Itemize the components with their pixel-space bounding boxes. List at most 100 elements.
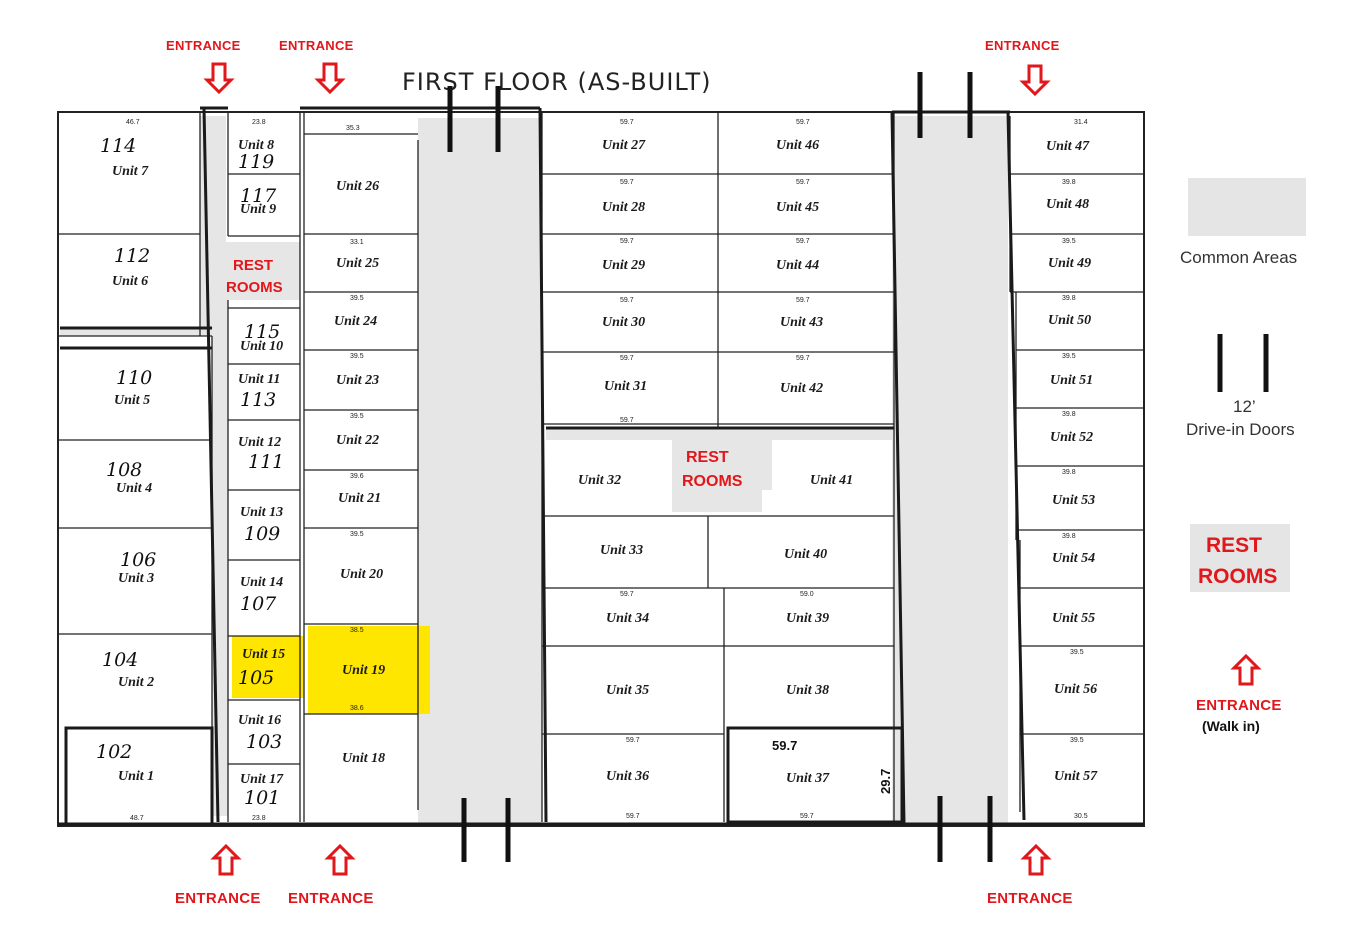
svg-text:119: 119 <box>238 151 274 173</box>
unit-51-label: Unit 51 <box>1050 373 1093 388</box>
svg-text:39.8: 39.8 <box>1062 295 1076 302</box>
drive-in-doors <box>447 72 993 862</box>
svg-text:33.1: 33.1 <box>350 239 364 246</box>
unit-33-label: Unit 33 <box>600 543 643 558</box>
svg-text:39.5: 39.5 <box>1070 649 1084 656</box>
unit-13-label: Unit 13 <box>240 505 283 520</box>
entrance-top-left-b: ENTRANCE <box>279 38 353 94</box>
arrow-up-icon <box>326 844 354 876</box>
svg-text:39.5: 39.5 <box>350 413 364 420</box>
unit-1-label: Unit 1 <box>118 769 154 784</box>
svg-text:59.7: 59.7 <box>626 737 640 744</box>
svg-text:39.5: 39.5 <box>350 295 364 302</box>
unit-55-label: Unit 55 <box>1052 611 1095 626</box>
unit-15-highlight <box>232 636 304 698</box>
unit-15-label: Unit 15 <box>242 647 285 662</box>
unit-48-label: Unit 48 <box>1046 197 1089 212</box>
unit-10-label: Unit 10 <box>240 339 283 354</box>
legend-doors-size: 12’ <box>1233 397 1256 416</box>
svg-text:39.8: 39.8 <box>1062 469 1076 476</box>
svg-text:105: 105 <box>238 667 274 689</box>
entrance-bottom-left-b: ENTRANCE <box>288 844 374 907</box>
unit-42-label: Unit 42 <box>780 381 823 396</box>
legend-doors-label: Drive-in Doors <box>1186 420 1295 439</box>
unit-25-label: Unit 25 <box>336 256 379 271</box>
svg-text:59.7: 59.7 <box>796 179 810 186</box>
unit-9-label: Unit 9 <box>240 202 276 217</box>
unit-56-label: Unit 56 <box>1054 682 1097 697</box>
arrow-down-icon <box>1021 64 1049 96</box>
svg-text:39.5: 39.5 <box>1062 353 1076 360</box>
svg-text:115: 115 <box>244 321 280 343</box>
svg-text:39.5: 39.5 <box>1070 737 1084 744</box>
svg-text:ENTRANCE: ENTRANCE <box>985 38 1060 53</box>
unit-37-label: Unit 37 <box>786 771 830 786</box>
legend-entrance-label: ENTRANCE <box>1196 697 1282 714</box>
unit-12-label: Unit 12 <box>238 435 281 450</box>
unit-18-label: Unit 18 <box>342 751 385 766</box>
unit-50-label: Unit 50 <box>1048 313 1091 328</box>
page-title: FIRST FLOOR (AS-BUILT) <box>402 68 712 96</box>
svg-text:59.7: 59.7 <box>796 355 810 362</box>
svg-text:23.8: 23.8 <box>252 119 266 126</box>
unit-20-label: Unit 20 <box>340 567 383 582</box>
svg-text:39.6: 39.6 <box>350 473 364 480</box>
restrooms-center: REST ROOMS <box>682 449 743 490</box>
svg-text:48.7: 48.7 <box>130 815 144 822</box>
unit-36-label: Unit 36 <box>606 769 649 784</box>
legend-common-areas-label: Common Areas <box>1180 248 1297 267</box>
legend-common-area-swatch <box>1188 178 1306 236</box>
svg-text:114: 114 <box>100 135 136 157</box>
svg-text:59.7: 59.7 <box>800 813 814 820</box>
unit-57-label: Unit 57 <box>1054 769 1098 784</box>
unit-43-label: Unit 43 <box>780 315 823 330</box>
svg-text:59.7: 59.7 <box>620 179 634 186</box>
svg-text:39.5: 39.5 <box>350 531 364 538</box>
unit-44-label: Unit 44 <box>776 258 819 273</box>
unit-8-label: Unit 8 <box>238 138 274 153</box>
legend: Common Areas 12’ Drive-in Doors REST ROO… <box>1180 178 1306 734</box>
svg-text:39.5: 39.5 <box>1062 238 1076 245</box>
unit-39-label: Unit 39 <box>786 611 829 626</box>
unit-27-label: Unit 27 <box>602 138 646 153</box>
unit-16-label: Unit 16 <box>238 713 281 728</box>
svg-text:107: 107 <box>240 593 277 615</box>
unit-45-label: Unit 45 <box>776 200 819 215</box>
entrance-bottom-right: ENTRANCE <box>987 844 1072 907</box>
unit-4-label: Unit 4 <box>116 481 152 496</box>
svg-text:102: 102 <box>96 741 132 763</box>
unit-30-label: Unit 30 <box>602 315 645 330</box>
unit-6-label: Unit 6 <box>112 274 148 289</box>
unit-21-label: Unit 21 <box>338 491 381 506</box>
svg-text:59.7: 59.7 <box>620 238 634 245</box>
svg-text:ENTRANCE: ENTRANCE <box>288 890 374 907</box>
handwritten-numbers: 114 112 110 108 106 104 102 119 117 115 … <box>96 135 284 809</box>
svg-text:ENTRANCE: ENTRANCE <box>175 890 261 907</box>
svg-text:38.5: 38.5 <box>350 627 364 634</box>
legend-drive-in-door-icon <box>1217 334 1269 392</box>
unit-46-label: Unit 46 <box>776 138 819 153</box>
legend-restroom-swatch <box>1190 524 1290 592</box>
unit-54-label: Unit 54 <box>1052 551 1095 566</box>
unit-26-label: Unit 26 <box>336 179 379 194</box>
unit-19-label: Unit 19 <box>342 663 385 678</box>
unit-47-label: Unit 47 <box>1046 139 1090 154</box>
svg-text:39.8: 39.8 <box>1062 179 1076 186</box>
dimension-labels: 46.7 23.8 35.3 59.7 59.7 31.4 59.7 59.7 … <box>126 119 1088 822</box>
unit-2-label: Unit 2 <box>118 675 154 690</box>
entrance-bottom-left-a: ENTRANCE <box>175 844 261 907</box>
svg-text:39.8: 39.8 <box>1062 411 1076 418</box>
svg-text:REST: REST <box>233 257 273 274</box>
svg-text:46.7: 46.7 <box>126 119 140 126</box>
svg-text:110: 110 <box>116 367 152 389</box>
svg-text:108: 108 <box>106 459 142 481</box>
svg-text:30.5: 30.5 <box>1074 813 1088 820</box>
svg-text:109: 109 <box>244 523 280 545</box>
arrow-up-icon <box>212 844 240 876</box>
unit-49-label: Unit 49 <box>1048 256 1091 271</box>
svg-text:59.0: 59.0 <box>800 591 814 598</box>
unit-40-label: Unit 40 <box>784 547 827 562</box>
svg-text:ENTRANCE: ENTRANCE <box>166 38 241 53</box>
unit-14-label: Unit 14 <box>240 575 283 590</box>
